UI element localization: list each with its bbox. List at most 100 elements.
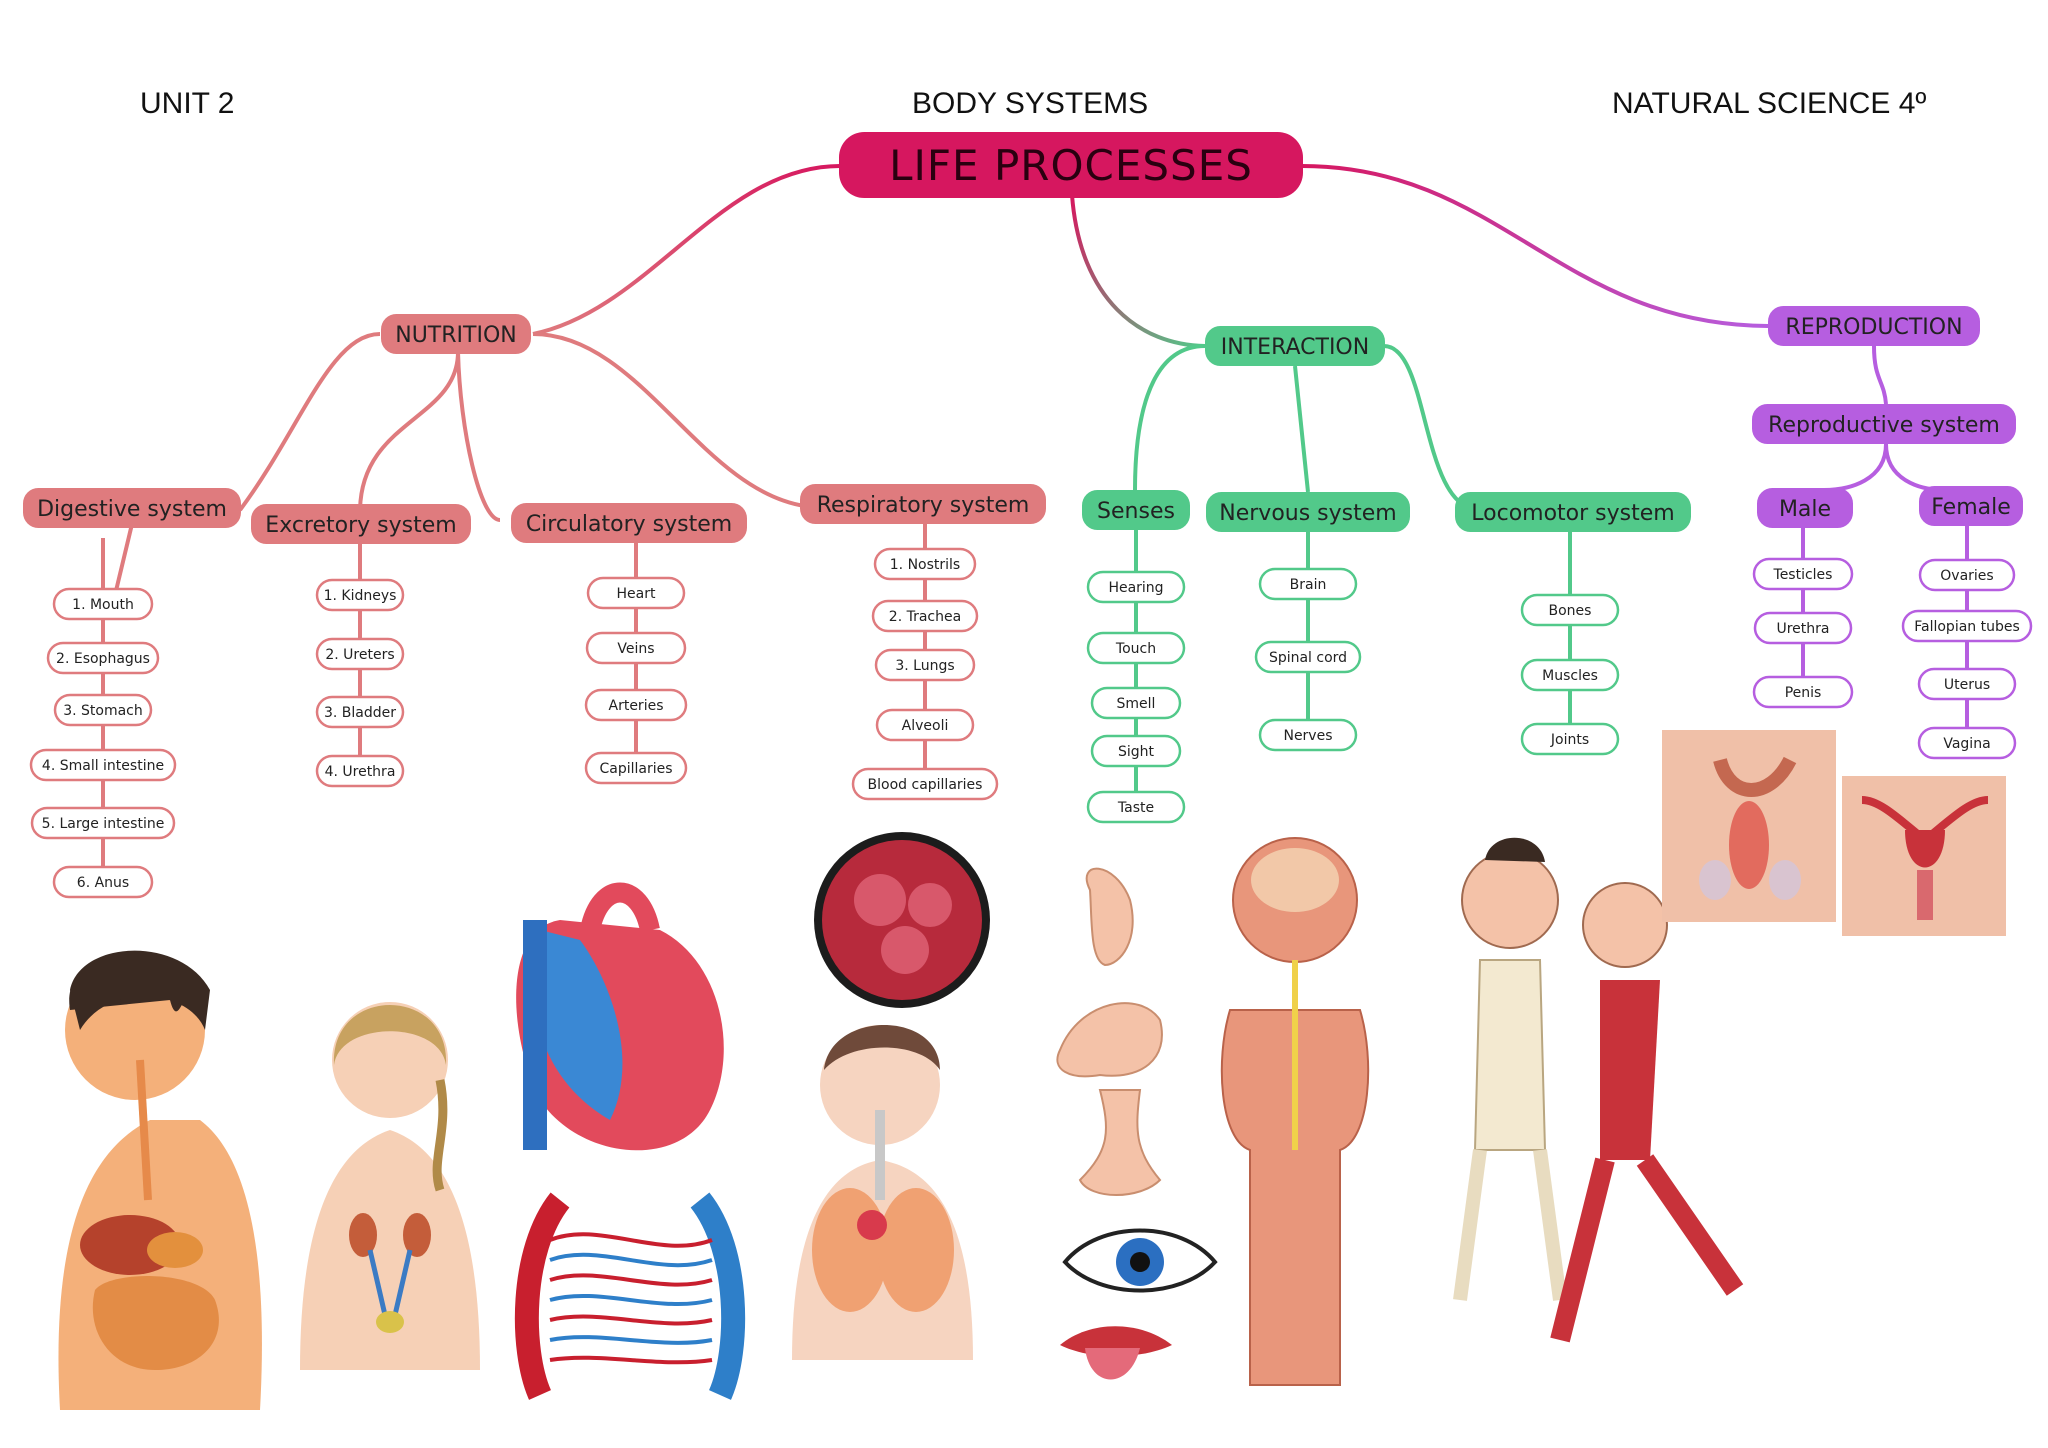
- reproductive-system-node: Reproductive system: [1752, 404, 2016, 444]
- male-anatomy-illustration: [1662, 730, 1836, 922]
- leaf-node-border: [52, 865, 154, 899]
- leaf-node-border: [874, 648, 976, 682]
- root-node-shape: [839, 132, 1303, 198]
- leaf-node: Spinal cord: [1254, 640, 1362, 674]
- group-female-label: Female: [1931, 495, 2011, 520]
- leaf-node-label: Brain: [1290, 577, 1327, 593]
- leaf-node: Arteries: [584, 688, 688, 722]
- respiratory-child-illustration: [792, 1025, 973, 1360]
- leaf-node: 4. Urethra: [315, 754, 405, 788]
- system-node-shape: [251, 504, 471, 544]
- leaf-node-border: [1086, 790, 1186, 824]
- leaf-node-border: [315, 754, 405, 788]
- leaf-node-border: [315, 695, 405, 729]
- leaf-node: Heart: [586, 576, 686, 610]
- leaf-node: Nerves: [1258, 718, 1358, 752]
- branch-nutrition: NUTRITION: [381, 314, 531, 354]
- leaf-node-border: [873, 547, 977, 581]
- leaf-node-label: Penis: [1785, 685, 1822, 701]
- leaf-node-border: [1258, 718, 1358, 752]
- leaf-node-label: Ovaries: [1940, 568, 1993, 584]
- system-node: Excretory system: [251, 504, 471, 544]
- leaf-node-border: [1753, 611, 1853, 645]
- leaf-node-border: [53, 693, 153, 727]
- leaf-node-border: [30, 806, 176, 840]
- leaf-node-label: Fallopian tubes: [1914, 619, 2020, 635]
- nutrition-connectors: [113, 332, 806, 596]
- leaf-node-label: Urethra: [1776, 621, 1829, 637]
- nervous-system-illustration: [1220, 837, 1370, 1386]
- leaf-node-label: Nerves: [1283, 728, 1332, 744]
- leaf-node-border: [851, 767, 999, 801]
- leaf-node-border: [1086, 631, 1186, 665]
- leaf-node-label: Smell: [1117, 696, 1156, 712]
- leaf-node: 1. Nostrils: [873, 547, 977, 581]
- system-node-label: Locomotor system: [1471, 501, 1674, 526]
- system-node-shape: [23, 488, 241, 528]
- leaf-node-label: Taste: [1117, 800, 1154, 816]
- system-node-label: Respiratory system: [817, 493, 1030, 518]
- leaf-node: 1. Mouth: [52, 587, 154, 621]
- leaf-node-border: [1520, 658, 1620, 692]
- leaf-node: Uterus: [1917, 667, 2017, 701]
- root-connectors: [532, 164, 1769, 348]
- excretory-child-illustration: [300, 1002, 480, 1370]
- leaf-node: Hearing: [1086, 570, 1186, 604]
- leaf-node-border: [46, 641, 160, 675]
- leaf-node-label: 3. Stomach: [63, 703, 143, 719]
- leaf-node: Penis: [1752, 675, 1854, 709]
- branch-reproduction-label: REPRODUCTION: [1785, 315, 1962, 340]
- leaf-node-border: [871, 599, 979, 633]
- leaf-node-border: [1520, 722, 1620, 756]
- root-node: LIFE PROCESSES: [839, 132, 1303, 198]
- leaf-node: Ovaries: [1918, 558, 2016, 592]
- leaf-node-border: [1086, 570, 1186, 604]
- system-node-label: Circulatory system: [526, 512, 732, 537]
- leaf-node-border: [1258, 567, 1358, 601]
- leaf-node-label: 5. Large intestine: [42, 816, 165, 832]
- leaf-node-border: [875, 708, 975, 742]
- leaf-node-border: [29, 748, 177, 782]
- system-node: Respiratory system: [800, 484, 1046, 524]
- heart-illustration: [516, 882, 724, 1151]
- leaf-node-label: 2. Esophagus: [56, 651, 150, 667]
- leaf-node-label: 2. Trachea: [889, 609, 961, 625]
- leaf-node: 4. Small intestine: [29, 748, 177, 782]
- skeleton-child-illustration: [1453, 837, 1567, 1301]
- system-node-label: Excretory system: [265, 513, 456, 538]
- branch-reproduction-shape: [1768, 306, 1980, 346]
- leaf-node-label: 1. Kidneys: [324, 588, 397, 604]
- leaf-node-label: Heart: [617, 586, 656, 602]
- system-node-label: Nervous system: [1219, 501, 1396, 526]
- interaction-connectors: [1133, 344, 1481, 512]
- leaf-node: 1. Kidneys: [315, 578, 405, 612]
- tongue-illustration: [1060, 1326, 1172, 1380]
- leaf-node-border: [585, 631, 687, 665]
- leaf-node-border: [1917, 667, 2017, 701]
- system-node-shape: [1455, 492, 1691, 532]
- reproductive-system-node-label: Reproductive system: [1768, 413, 2000, 438]
- leaf-node-border: [315, 578, 405, 612]
- illustrations: [58, 730, 2006, 1410]
- branch-nutrition-shape: [381, 314, 531, 354]
- leaf-node: 2. Esophagus: [46, 641, 160, 675]
- branch-reproduction: REPRODUCTION: [1768, 306, 1980, 346]
- leaf-node-border: [584, 688, 688, 722]
- system-node-shape: [1206, 492, 1410, 532]
- leaf-node-label: Blood capillaries: [868, 777, 983, 793]
- root-node-label: LIFE PROCESSES: [889, 141, 1253, 190]
- branch-nutrition-label: NUTRITION: [395, 323, 516, 348]
- leaf-node: Fallopian tubes: [1901, 609, 2033, 643]
- leaf-node: Testicles: [1752, 557, 1854, 591]
- leaf-node-label: 6. Anus: [77, 875, 129, 891]
- leaf-node-label: Muscles: [1542, 668, 1598, 684]
- leaf-node: 6. Anus: [52, 865, 154, 899]
- leaf-node: Joints: [1520, 722, 1620, 756]
- leaf-node-label: Veins: [617, 641, 654, 657]
- leaf-node-label: 2. Ureters: [325, 647, 394, 663]
- leaf-node: Taste: [1086, 790, 1186, 824]
- leaf-node-label: 4. Urethra: [325, 764, 396, 780]
- group-female: Female: [1919, 486, 2023, 526]
- group-male: Male: [1757, 488, 1853, 528]
